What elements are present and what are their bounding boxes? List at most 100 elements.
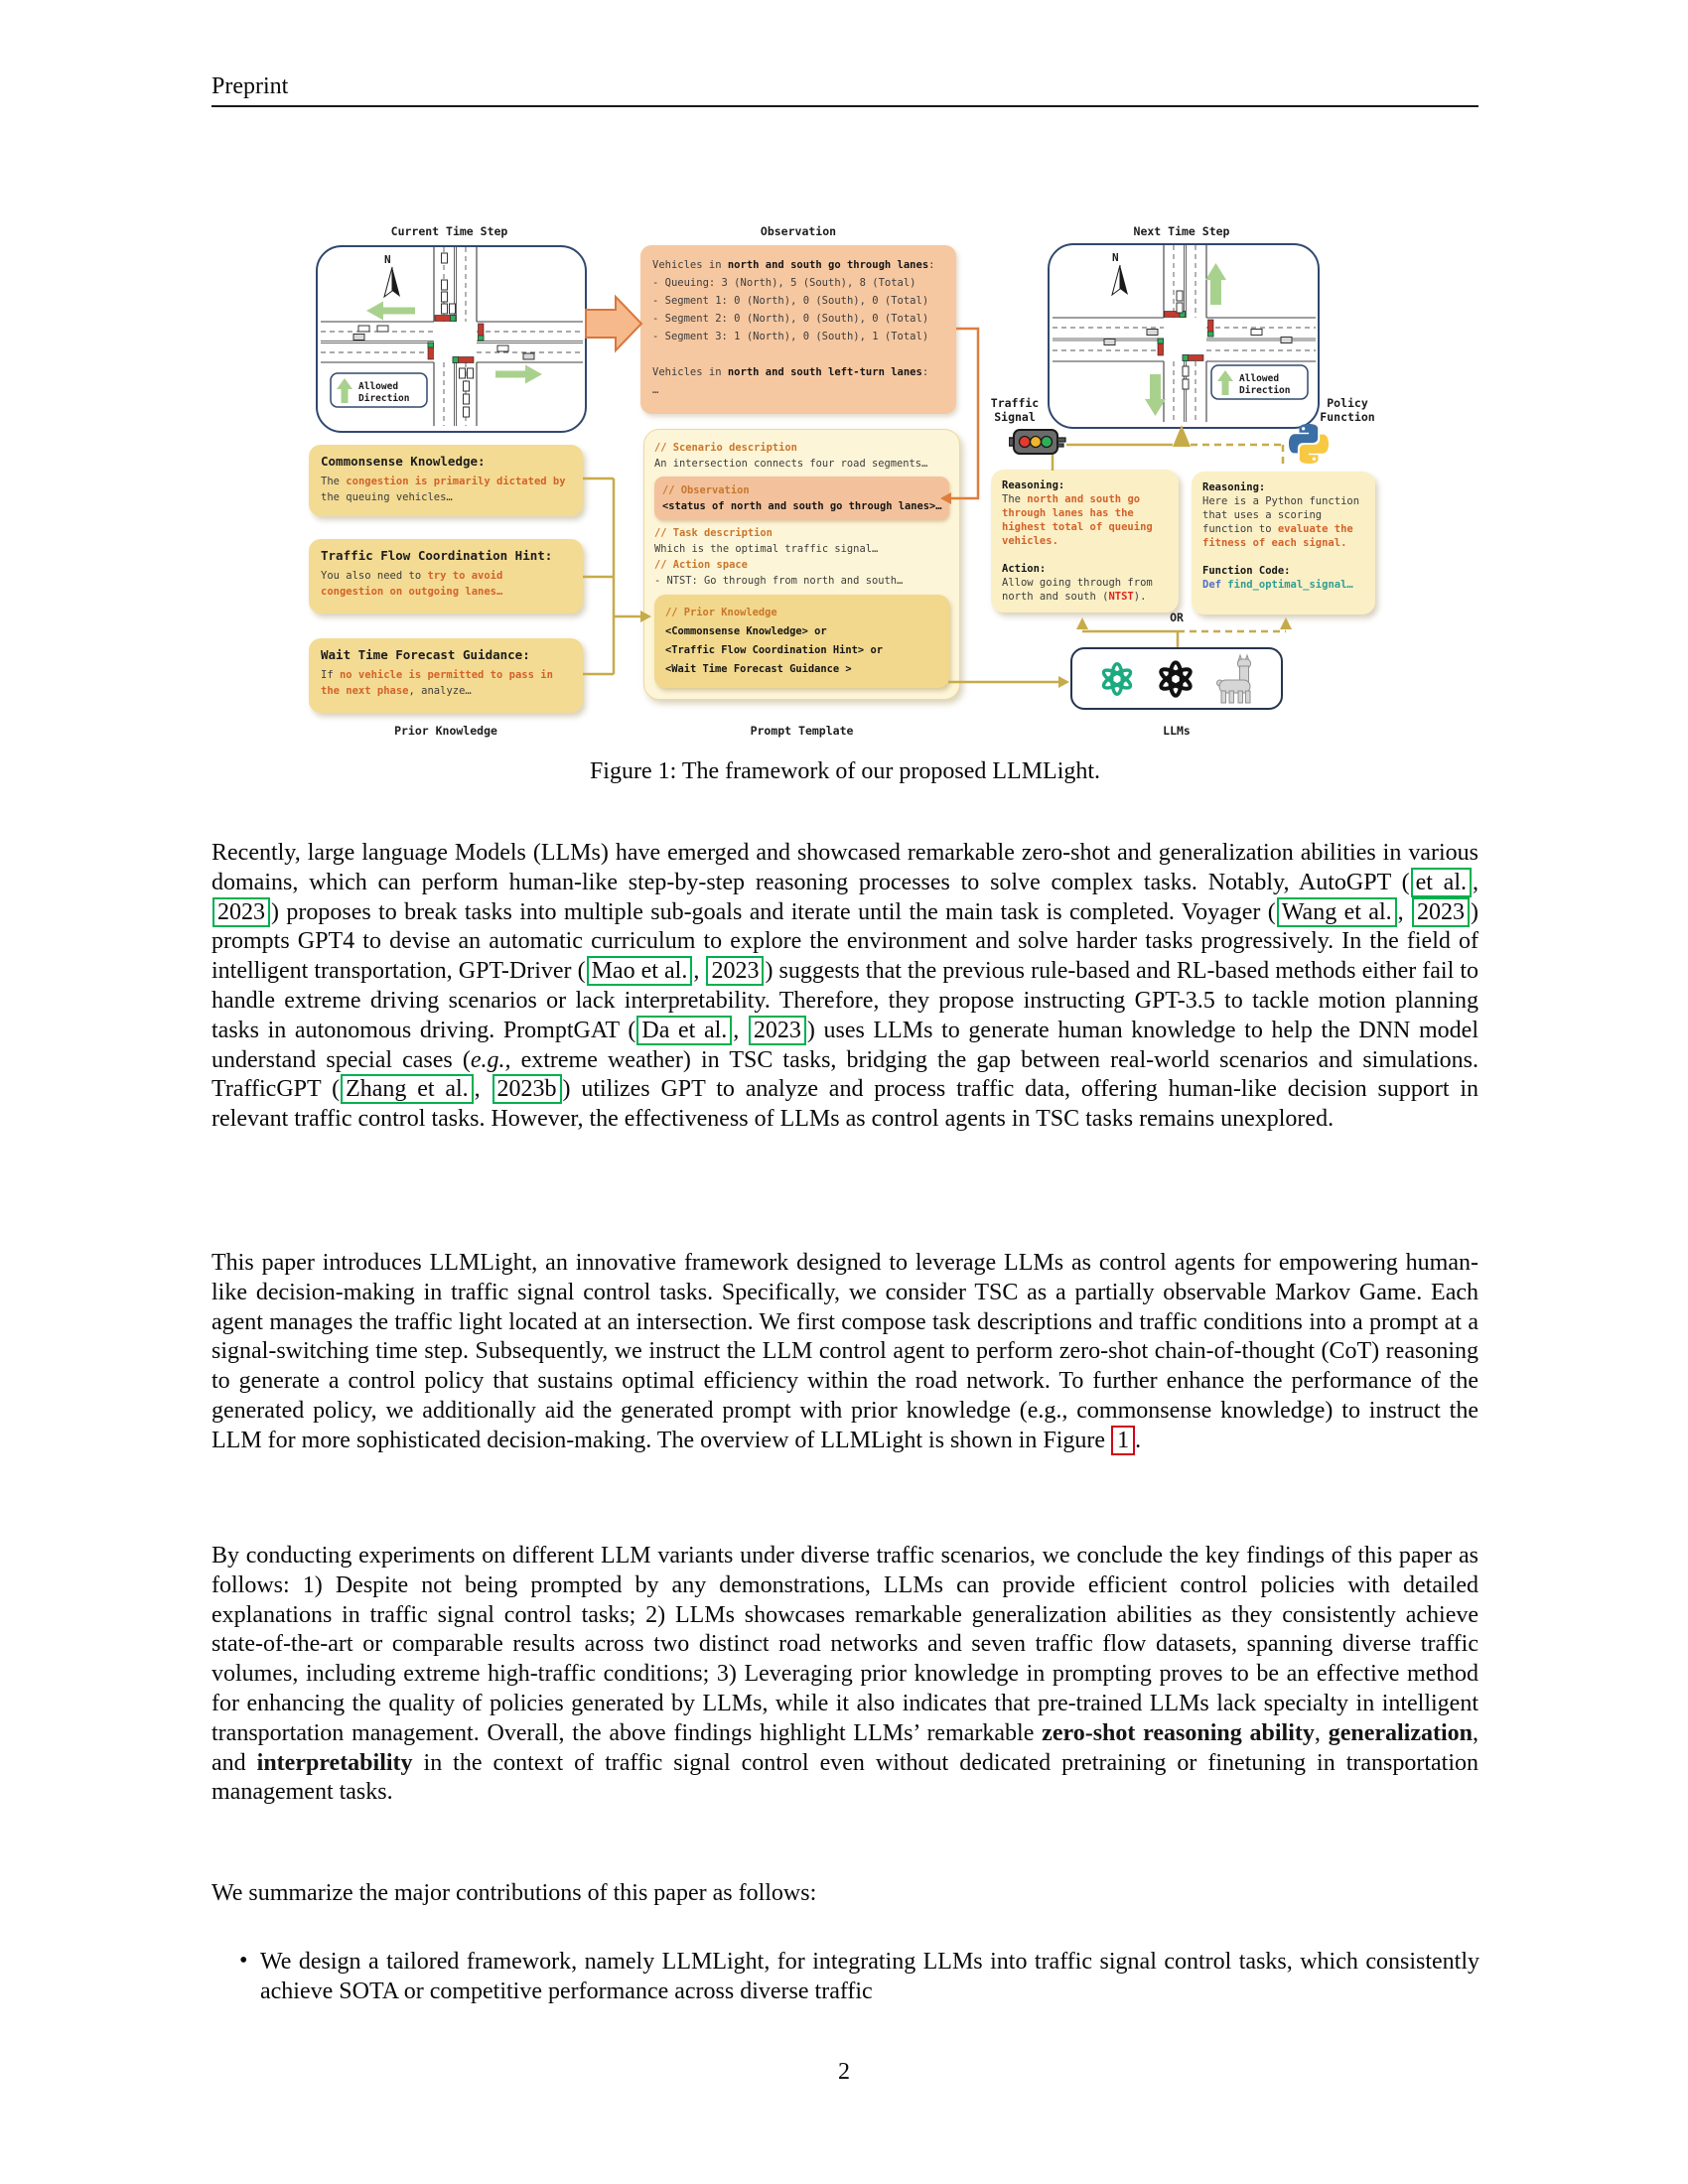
text-segment: The xyxy=(1002,493,1028,505)
text-segment: Function Code: xyxy=(1202,565,1291,577)
compass-icon: N xyxy=(1110,251,1128,297)
policy-function-label: Policy Function xyxy=(1320,396,1375,424)
observation-comment: // Observation xyxy=(662,482,941,498)
openai-logo-green-icon xyxy=(1101,661,1133,696)
text-line: Function Code: xyxy=(1202,564,1364,578)
text-segment: the queuing vehicles… xyxy=(321,476,572,503)
bullet-icon: • xyxy=(239,1948,248,1974)
text-segment: north and south go through lanes xyxy=(727,259,929,271)
llama-icon xyxy=(1216,652,1251,703)
text-segment: // Action space xyxy=(654,559,748,571)
citation-link[interactable]: Zhang et al. xyxy=(341,1074,474,1105)
text-segment: <Commonsense Knowledge> or xyxy=(665,625,827,637)
text-segment: , xyxy=(733,1017,748,1043)
intersection-panel-next: N Allowed xyxy=(1048,243,1320,429)
svg-text:Direction: Direction xyxy=(358,393,409,404)
text-segment: , xyxy=(1473,869,1479,895)
text-line: The north and south go through lanes has… xyxy=(1002,492,1168,548)
text-segment: Which is the optimal traffic signal… xyxy=(654,543,879,555)
scenario-comment: // Scenario description xyxy=(654,440,949,456)
text-line: Vehicles in north and south go through l… xyxy=(652,256,944,274)
text-line: - Segment 3: 1 (North), 0 (South), 1 (To… xyxy=(652,328,944,345)
citation-link[interactable]: Mao et al. xyxy=(586,956,693,987)
citation-link[interactable]: et al. xyxy=(1410,867,1473,897)
text-segment: … xyxy=(652,384,659,396)
figure-reference[interactable]: 1 xyxy=(1111,1425,1136,1455)
or-label: OR xyxy=(1170,611,1184,624)
citation-link[interactable]: 2023 xyxy=(706,956,765,987)
text-line: … xyxy=(652,381,944,399)
text-segment: : xyxy=(928,259,935,271)
text-segment: ) proposes to break tasks into multiple … xyxy=(271,898,1276,925)
citation-link[interactable]: 2023 xyxy=(212,896,270,927)
text-segment: extreme weather) in TSC tasks, bridging … xyxy=(211,1046,1478,1103)
svg-text:Allowed: Allowed xyxy=(358,381,398,392)
panel-title-observation: Observation xyxy=(760,224,837,238)
text-segment: try to avoid congestion on outgoing lane… xyxy=(321,570,509,598)
paragraph: Recently, large language Models (LLMs) h… xyxy=(211,839,1478,1135)
citation-link[interactable]: 2023b xyxy=(492,1074,562,1105)
text-segment: , xyxy=(693,958,706,985)
knowledge-box-title: Commonsense Knowledge: xyxy=(321,454,486,469)
green-arrow-down-icon xyxy=(1144,374,1166,416)
text-segment: . xyxy=(1135,1427,1142,1453)
text-segment: Reasoning: xyxy=(1002,479,1065,491)
text-line: Reasoning: xyxy=(1002,478,1168,492)
text-segment: ) suggests that the previous rule-based … xyxy=(211,958,1479,1043)
text-line: Here is a Python function that uses a sc… xyxy=(1202,494,1364,550)
page-number: 2 xyxy=(838,2059,850,2085)
text-segment: This paper introduces LLMLight, an innov… xyxy=(211,1250,1478,1453)
text-segment: <Traffic Flow Coordination Hint> or xyxy=(665,644,883,656)
text-segment: - Segment 1: 0 (North), 0 (South), 0 (To… xyxy=(652,295,929,307)
intersection-panel-current: N xyxy=(316,245,587,433)
text-segment: - Segment 3: 1 (North), 0 (South), 1 (To… xyxy=(652,331,929,342)
allowed-direction-arrows xyxy=(365,301,542,384)
citation-link[interactable]: Da et al. xyxy=(636,1015,733,1045)
llms-label: LLMs xyxy=(1163,724,1191,738)
road-lines xyxy=(1052,245,1316,422)
text-line: Allow going through from north and south… xyxy=(1002,576,1168,604)
knowledge-box-title: Wait Time Forecast Guidance: xyxy=(321,647,530,662)
text-line: Reasoning: xyxy=(1202,480,1364,494)
vehicles xyxy=(1103,290,1292,390)
text-segment: NTST xyxy=(1108,591,1134,603)
text-segment: zero-shot reasoning ability xyxy=(1042,1719,1315,1746)
text-segment: An intersection connects four road segme… xyxy=(654,458,928,470)
text-segment: // Prior Knowledge xyxy=(665,607,777,618)
text-segment: Vehicles in xyxy=(652,366,728,378)
text-segment: - Segment 2: 0 (North), 0 (South), 0 (To… xyxy=(652,313,929,325)
observation-placeholder: <status of north and south go through la… xyxy=(662,498,942,514)
task-text: Which is the optimal traffic signal… xyxy=(654,541,949,557)
green-arrow-up-icon xyxy=(1216,370,1233,395)
prompt-observation-box: // Observation <status of north and sout… xyxy=(654,477,949,520)
intersection-diagram-current: N xyxy=(320,247,583,426)
text-segment: ) uses LLMs to generate human knowledge … xyxy=(211,1017,1479,1073)
observation-box: Vehicles in north and south go through l… xyxy=(640,245,956,414)
reasoning-action-box: Reasoning:The north and south go through… xyxy=(991,470,1179,613)
text-segment: ) prompts GPT4 to devise an automatic cu… xyxy=(211,898,1478,985)
citation-link[interactable]: Wang et al. xyxy=(1276,896,1397,927)
text-line xyxy=(1002,548,1168,562)
text-segment: // Task description xyxy=(654,527,773,539)
text-line: Vehicles in north and south left-turn la… xyxy=(652,363,944,381)
svg-text:Allowed: Allowed xyxy=(1239,373,1279,384)
text-segment: <Wait Time Forecast Guidance > xyxy=(665,663,852,675)
svg-text:N: N xyxy=(384,253,391,266)
text-line: <Traffic Flow Coordination Hint> or xyxy=(665,641,938,660)
citation-link[interactable]: 2023 xyxy=(1412,896,1470,927)
text-line: - Segment 2: 0 (North), 0 (South), 0 (To… xyxy=(652,310,944,328)
citation-link[interactable]: 2023 xyxy=(748,1015,806,1045)
text-segment: // Scenario description xyxy=(654,442,797,454)
text-segment: If xyxy=(321,669,340,681)
text-segment: Allow going through from north and south… xyxy=(1002,577,1160,603)
knowledge-box-coordination-hint: Traffic Flow Coordination Hint: You also… xyxy=(309,539,583,614)
text-segment: We summarize the major contributions of … xyxy=(211,1880,817,1906)
text-segment: You also need to xyxy=(321,570,428,582)
figure-caption: Figure 1: The framework of our proposed … xyxy=(589,758,1101,784)
text-segment: congestion is primarily dictated by xyxy=(346,476,566,487)
text-line xyxy=(1202,550,1364,564)
svg-text:N: N xyxy=(1112,251,1119,264)
text-segment: // Observation xyxy=(662,484,750,496)
knowledge-box-title: Traffic Flow Coordination Hint: xyxy=(321,548,553,563)
